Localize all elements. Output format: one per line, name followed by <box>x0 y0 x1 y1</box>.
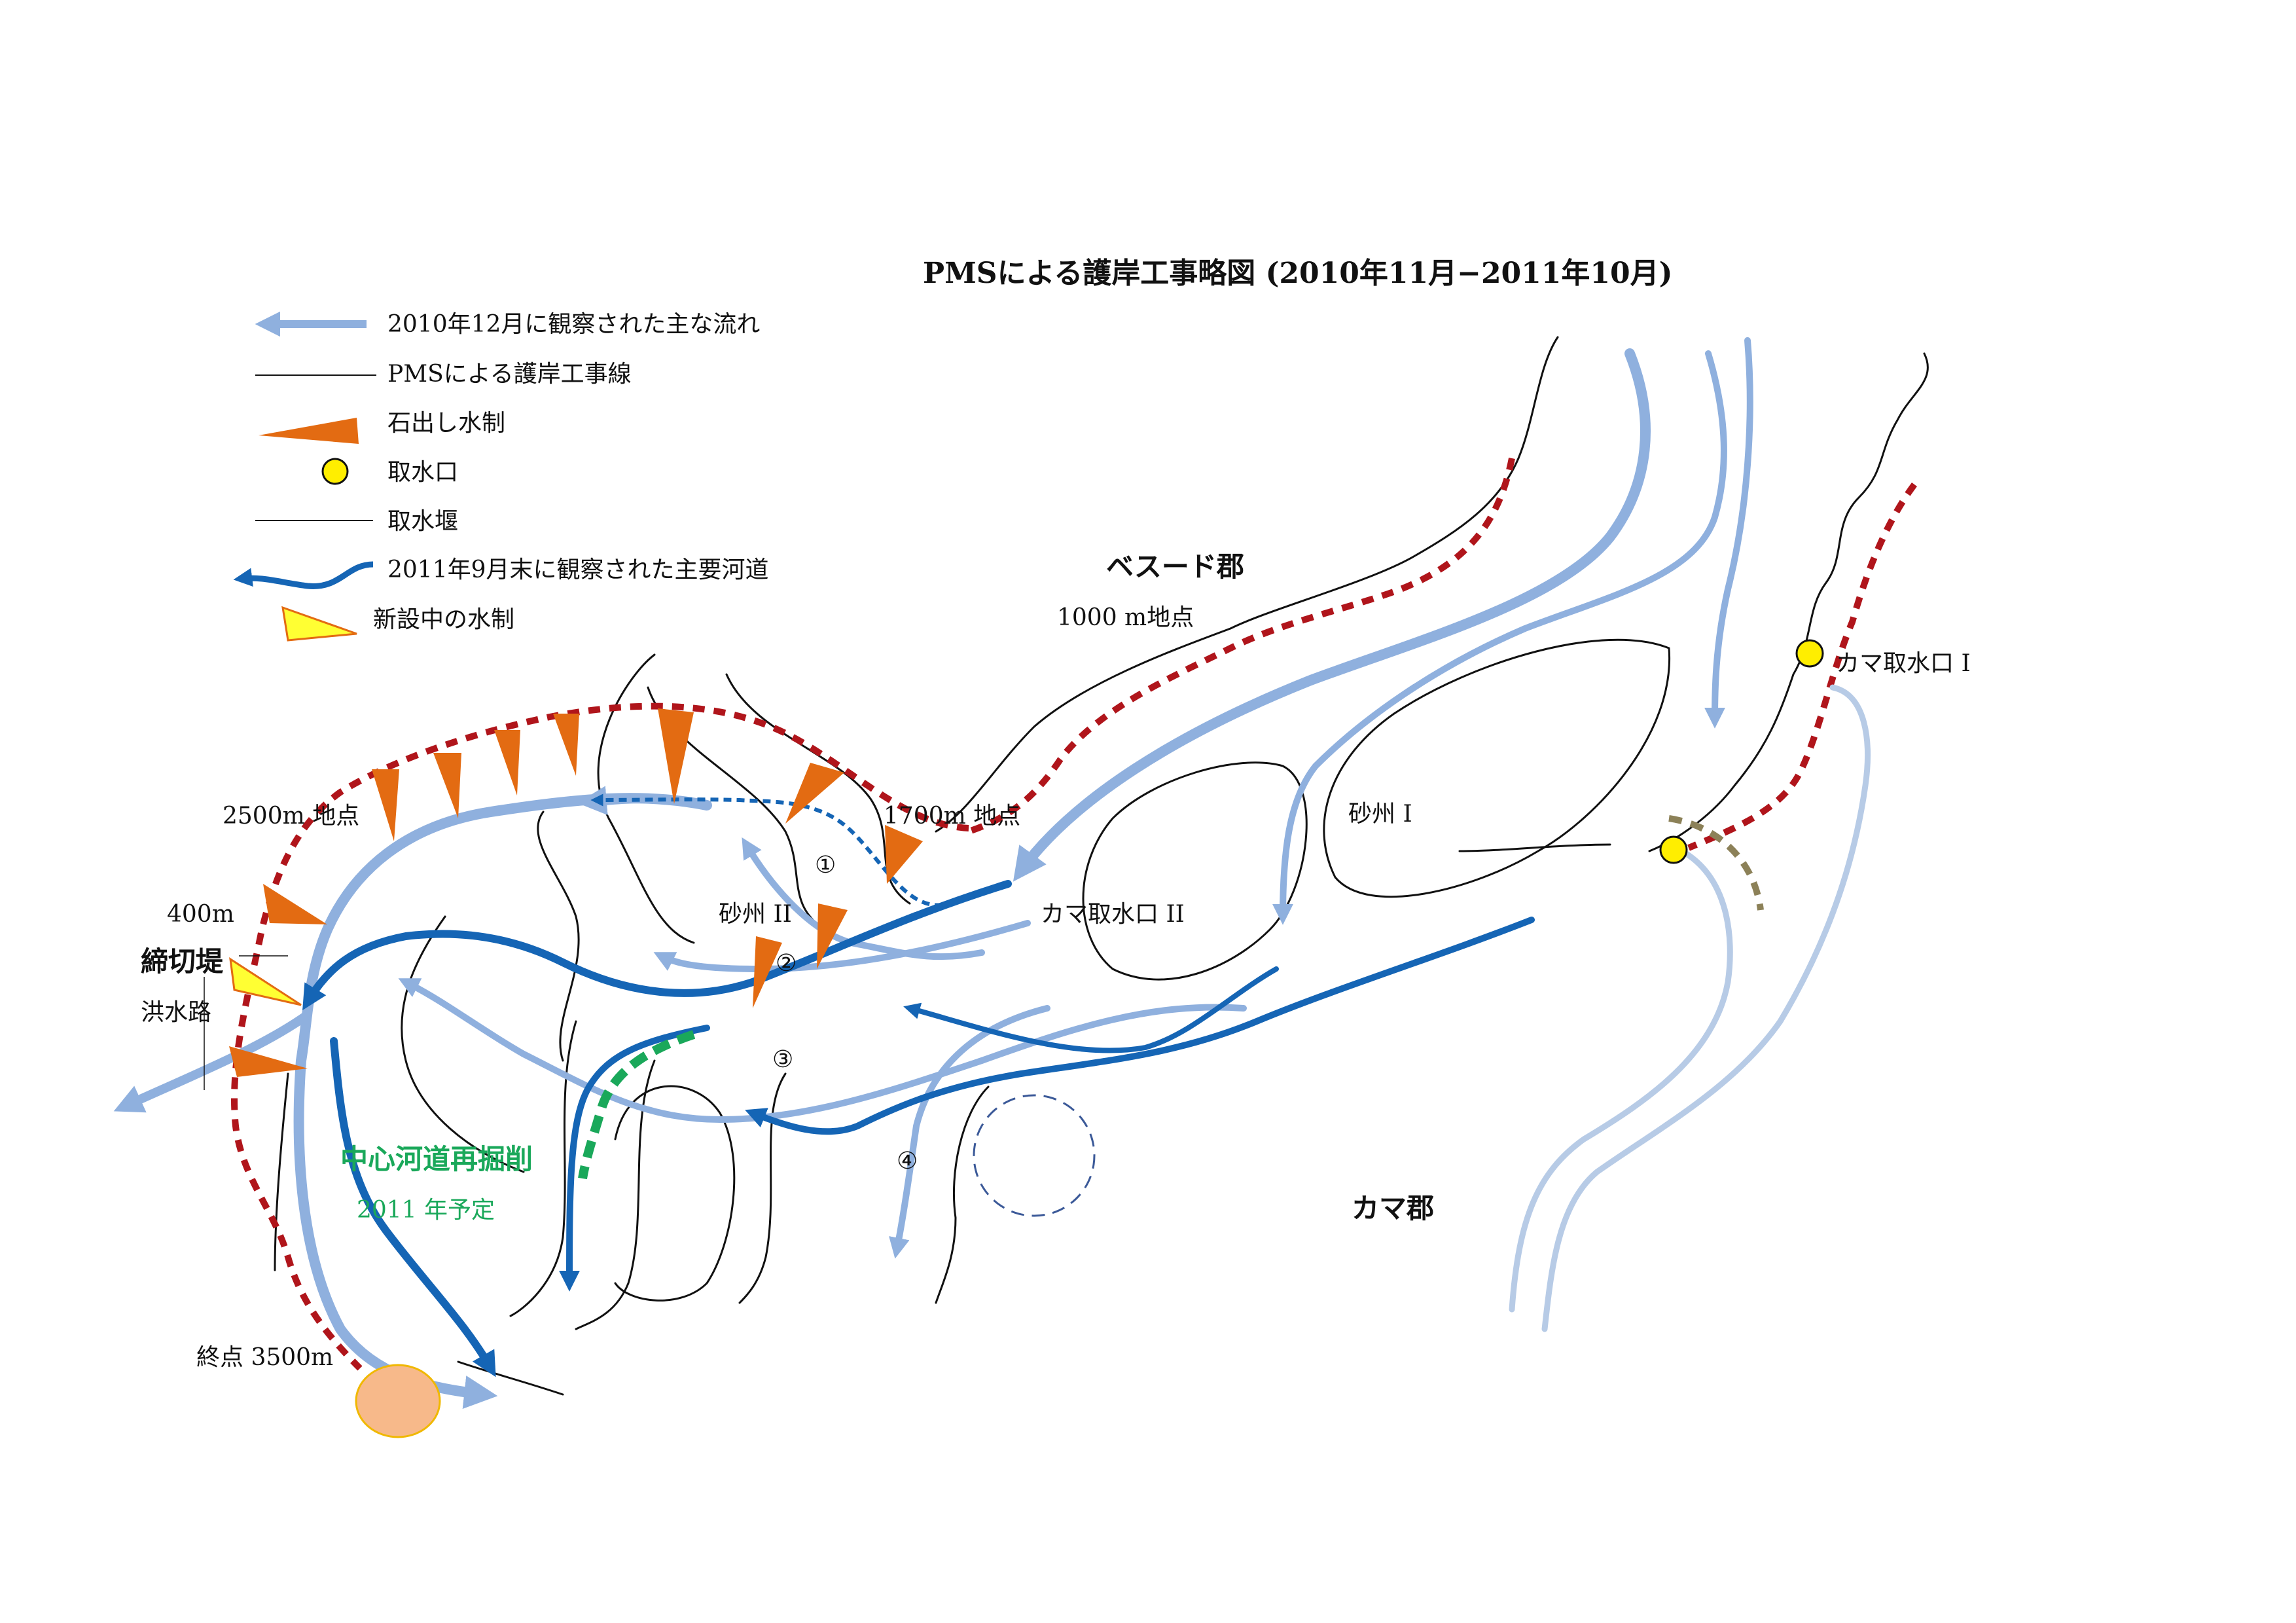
west-bank-line <box>274 1072 289 1271</box>
inner-bank-8 <box>738 1072 787 1304</box>
sandbar-south-outline <box>614 1085 736 1302</box>
north-bank-line <box>935 336 1559 833</box>
new-spur-dike-icon <box>229 957 302 1006</box>
legend-label: 2010年12月に観察された主な流れ <box>387 311 760 338</box>
legend-label: 取水堰 <box>387 508 458 535</box>
legend-item-main-flow: 2010年12月に観察された主な流れ <box>255 311 760 338</box>
legend-item-intake: 取水口 <box>321 458 458 486</box>
spur-dike-icon <box>494 730 520 795</box>
inner-bank-9 <box>935 1085 990 1304</box>
revetment-north <box>967 458 1515 835</box>
marker-3: ③ <box>772 1046 793 1073</box>
intake-1-marker <box>1795 639 1824 668</box>
numbered-markers: ① ② ③ ④ <box>772 852 918 1175</box>
marker-1: ① <box>815 852 836 879</box>
cofferdam-label: 締切堤 <box>141 945 224 977</box>
spur-dike-icon <box>553 714 579 776</box>
pms-revetment-lines <box>231 458 1918 1371</box>
spur-dike-icon <box>263 884 327 924</box>
marker-4: ④ <box>897 1148 918 1175</box>
river-banks <box>274 336 1929 1396</box>
map-title: PMSによる護岸工事略図 (2010年11月−2011年10月) <box>923 257 1672 290</box>
point-2500-label: 2500m 地点 <box>223 803 359 830</box>
sandbar-east-outline <box>1082 761 1308 981</box>
legend: 2010年12月に観察された主な流れ PMSによる護岸工事線 石出し水制 取水口… <box>233 311 769 642</box>
south-bank-line <box>457 1360 564 1396</box>
flow-center <box>1272 350 1727 925</box>
legend-item-revetment: PMSによる護岸工事線 <box>255 361 632 388</box>
endpoint-label: 終点 3500m <box>196 1344 333 1371</box>
channel-main <box>302 880 1012 1011</box>
legend-item-spur-dike: 石出し水制 <box>259 410 505 444</box>
spur-dike-icon <box>433 753 461 818</box>
flow-east-pale-1 <box>1509 848 1733 1313</box>
channel-east-branch <box>903 966 1279 1053</box>
place-labels: ベスード郡 カマ郡 カマ取水口 I カマ取水口 II 砂州 I 砂州 II 10… <box>141 551 1971 1371</box>
inner-bank-5 <box>401 915 525 1173</box>
sandbar-2-label: 砂州 II <box>719 901 792 928</box>
main-channel-arrow-icon <box>233 561 374 589</box>
intake-2-label: カマ取水口 II <box>1041 901 1185 928</box>
weir-line <box>1458 843 1611 852</box>
spur-dike-icon <box>885 825 923 884</box>
flow-east-pale-2 <box>1541 684 1871 1332</box>
inner-bank-4 <box>537 811 580 1062</box>
legend-label: 石出し水制 <box>387 410 505 437</box>
point-1000-label: 1000 m地点 <box>1057 604 1194 631</box>
recut-channel-line <box>578 1030 696 1180</box>
intake-2-marker <box>1659 835 1688 864</box>
planned-pond-circle <box>973 1094 1096 1217</box>
spur-dike-icon <box>229 1046 308 1077</box>
point-1700-label: 1700m 地点 <box>884 803 1020 830</box>
spur-dike-icon <box>259 418 359 444</box>
spur-dike-icon <box>817 903 848 969</box>
channel-west <box>330 1037 496 1377</box>
channel-south <box>559 1025 710 1292</box>
revetment-west <box>231 702 969 1371</box>
revetment-east <box>1687 483 1918 851</box>
inner-bank-1 <box>597 653 695 944</box>
floodway-label: 洪水路 <box>141 999 211 1026</box>
legend-label: 2011年9月末に観察された主要河道 <box>387 556 769 583</box>
spur-dikes <box>229 708 923 1077</box>
sandbar-1-label: 砂州 I <box>1348 801 1412 828</box>
legend-item-new-spur-dike: 新設中の水制 <box>281 606 514 642</box>
flow-main-upper <box>1013 348 1651 882</box>
recut-label: 中心河道再掘削 <box>340 1143 533 1175</box>
east-bank-line <box>1648 352 1929 852</box>
legend-label: 新設中の水制 <box>373 606 514 633</box>
spur-dike-icon <box>658 708 694 804</box>
besud-district-label: ベスード郡 <box>1106 551 1244 583</box>
legend-item-weir: 取水堰 <box>255 508 458 535</box>
flow-east <box>1704 337 1753 729</box>
intake-icon <box>321 458 349 485</box>
main-channels-2011 <box>302 793 1535 1377</box>
flow-floodway <box>113 1010 312 1113</box>
inner-bank-7 <box>575 1059 656 1330</box>
point-400-label: 400m <box>167 901 234 928</box>
marker-2: ② <box>776 950 797 977</box>
spur-dike-icon <box>785 763 844 824</box>
kama-district-label: カマ郡 <box>1352 1192 1434 1224</box>
intake-1-label: カマ取水口 I <box>1836 650 1971 677</box>
new-spur-dike-icon <box>281 606 357 642</box>
legend-label: PMSによる護岸工事線 <box>387 361 632 388</box>
legend-item-main-channel: 2011年9月末に観察された主要河道 <box>233 556 769 589</box>
spur-dike-icon <box>753 936 782 1008</box>
endpoint-marker <box>355 1364 441 1438</box>
legend-label: 取水口 <box>387 459 458 486</box>
weir-dashed-line <box>1668 815 1764 911</box>
channel-east <box>745 917 1535 1135</box>
recut-year-label: 2011 年予定 <box>357 1197 495 1224</box>
spur-dike-icon <box>372 769 399 841</box>
sandbar-1-outline <box>1323 638 1671 898</box>
